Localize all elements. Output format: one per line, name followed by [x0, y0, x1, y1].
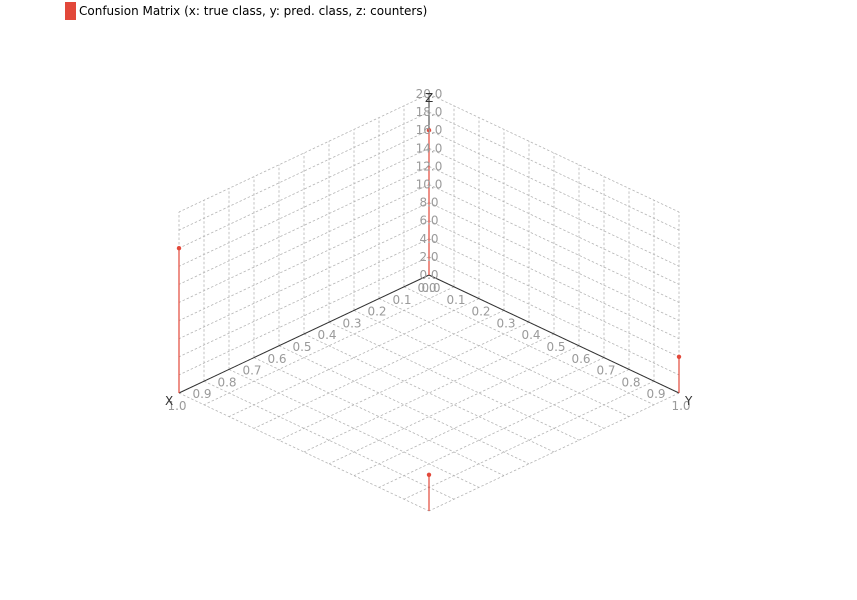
x-axis-line	[178, 274, 430, 394]
z-tick-label: 4.0	[419, 232, 438, 246]
wall-grid-line	[178, 256, 430, 376]
data-point	[426, 128, 432, 133]
y-tick-label: 0.6	[571, 352, 590, 366]
y-axis-name: Y	[684, 394, 693, 408]
wall-grid-line	[428, 220, 680, 340]
data-point	[676, 354, 682, 359]
wall-grid-line	[178, 166, 430, 285]
data-point	[176, 246, 182, 251]
x-tick-label: 0.1	[392, 293, 411, 307]
floor-grid-line	[303, 333, 555, 453]
wall-grid-line	[178, 202, 430, 321]
bar-layer	[176, 128, 682, 511]
wall-grid-line	[428, 238, 680, 358]
z-tick-label: 6.0	[419, 214, 438, 228]
z-tick-label: 10.0	[416, 178, 443, 192]
x-tick-label: 0.5	[292, 340, 311, 354]
x-tick-label: 0.3	[342, 316, 361, 330]
x-tick-label: 0.7	[242, 364, 261, 378]
x-tick-label: 0.6	[267, 352, 286, 366]
wall-grid-line	[428, 256, 680, 376]
wall-grid-line	[178, 93, 430, 213]
x-tick-label: 0.9	[192, 387, 211, 401]
y-tick-label: 0.8	[621, 375, 640, 389]
z-tick-label: 20.0	[416, 87, 443, 101]
floor-grid-line	[253, 310, 505, 429]
y-tick-label: 1.0	[671, 399, 690, 413]
floor-grid-line	[378, 369, 630, 488]
wall-grid-line	[428, 129, 680, 249]
legend: Confusion Matrix (x: true class, y: pred…	[65, 2, 427, 20]
z-tick-label: 16.0	[416, 123, 443, 137]
x-tick-label: 0.0	[417, 281, 436, 295]
y-tick-label: 0.0	[421, 281, 440, 295]
x-tick-label: 0.8	[217, 375, 236, 389]
floor-grid-line	[178, 392, 430, 512]
z-tick-label: 2.0	[419, 250, 438, 264]
z-tick-label: 14.0	[416, 141, 443, 155]
wall-grid-line	[428, 93, 680, 213]
y-tick-label: 0.7	[596, 364, 615, 378]
floor-grid-line	[228, 298, 480, 417]
wall-grid-line	[178, 147, 430, 267]
wall-grid-line	[428, 147, 680, 267]
wall-grid-line	[178, 238, 430, 358]
floor-grid-line	[278, 345, 530, 465]
floor-grid-line	[403, 380, 655, 500]
y-tick-label: 0.9	[646, 387, 665, 401]
x-tick-label: 1.0	[167, 399, 186, 413]
label-layer: 0.0 0.1 0.2 0.3 0.4 0.5 0.6 0.7 0.8 0.9 1.0 0.0 0.1 0…	[165, 87, 693, 413]
wall-grid-line	[178, 129, 430, 249]
y-tick-label: 0.5	[546, 340, 565, 354]
wall-grid-line	[428, 184, 680, 303]
floor-grid-line	[403, 286, 655, 406]
z-axis-name: Z	[425, 91, 433, 105]
wall-grid-line	[178, 184, 430, 303]
wall-grid-line	[428, 202, 680, 321]
y-tick-label: 0.4	[521, 328, 540, 342]
x-tick-label: 0.4	[317, 328, 336, 342]
x-tick-label: 0.2	[367, 305, 386, 319]
floor-grid-line	[203, 286, 455, 406]
floor-grid-line	[253, 357, 505, 476]
y-tick-label: 0.1	[446, 293, 465, 307]
y-tick-label: 0.2	[471, 305, 490, 319]
z-tick-label: 0.0	[419, 268, 438, 282]
floor-grid-line	[328, 321, 580, 441]
wall-grid-line	[428, 111, 680, 231]
floor-grid-line	[278, 321, 530, 441]
floor-grid-line	[303, 333, 555, 453]
wall-grid-line	[178, 111, 430, 231]
floor-grid-line	[203, 380, 455, 500]
floor-grid-line	[353, 310, 605, 429]
floor-grid-line	[228, 369, 480, 488]
wall-grid-line	[178, 220, 430, 340]
z-tick-label: 12.0	[416, 159, 443, 173]
z-tick-label: 8.0	[419, 196, 438, 210]
z-tick-label: 18.0	[416, 105, 443, 119]
floor-grid-line	[428, 392, 680, 512]
y-tick-label: 0.3	[496, 316, 515, 330]
legend-swatch	[65, 2, 76, 20]
floor-grid-line	[378, 298, 630, 417]
wall-grid-line	[428, 166, 680, 285]
data-point	[426, 472, 432, 477]
floor-grid-line	[353, 357, 605, 476]
floor-grid-line	[328, 345, 580, 465]
legend-label: Confusion Matrix (x: true class, y: pred…	[79, 4, 428, 18]
y-axis-line	[428, 274, 680, 394]
x-axis-name: X	[165, 394, 173, 408]
